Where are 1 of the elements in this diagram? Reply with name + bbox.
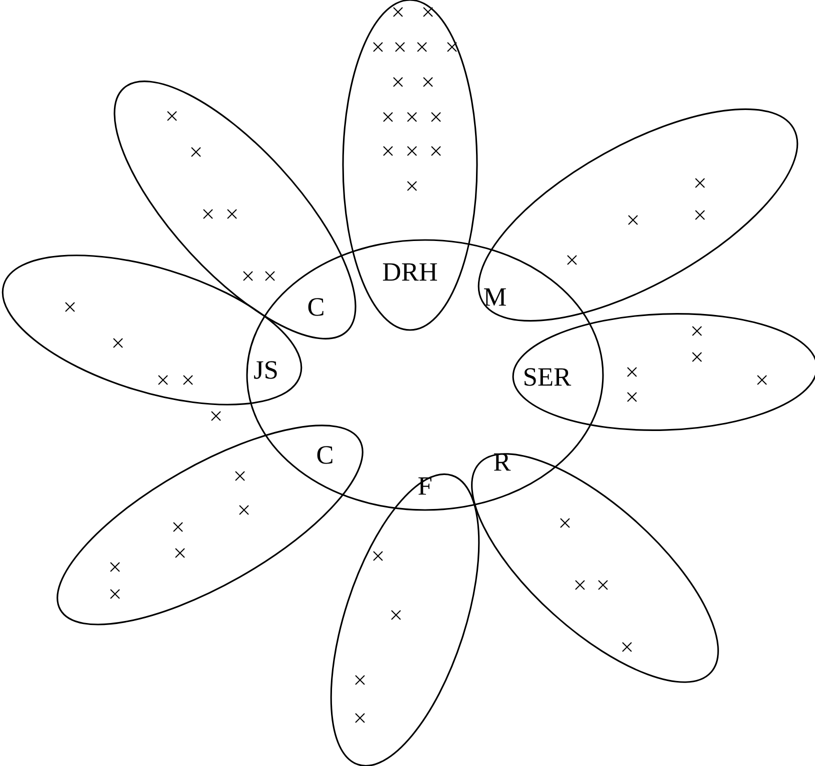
ring-outline	[246, 239, 604, 511]
